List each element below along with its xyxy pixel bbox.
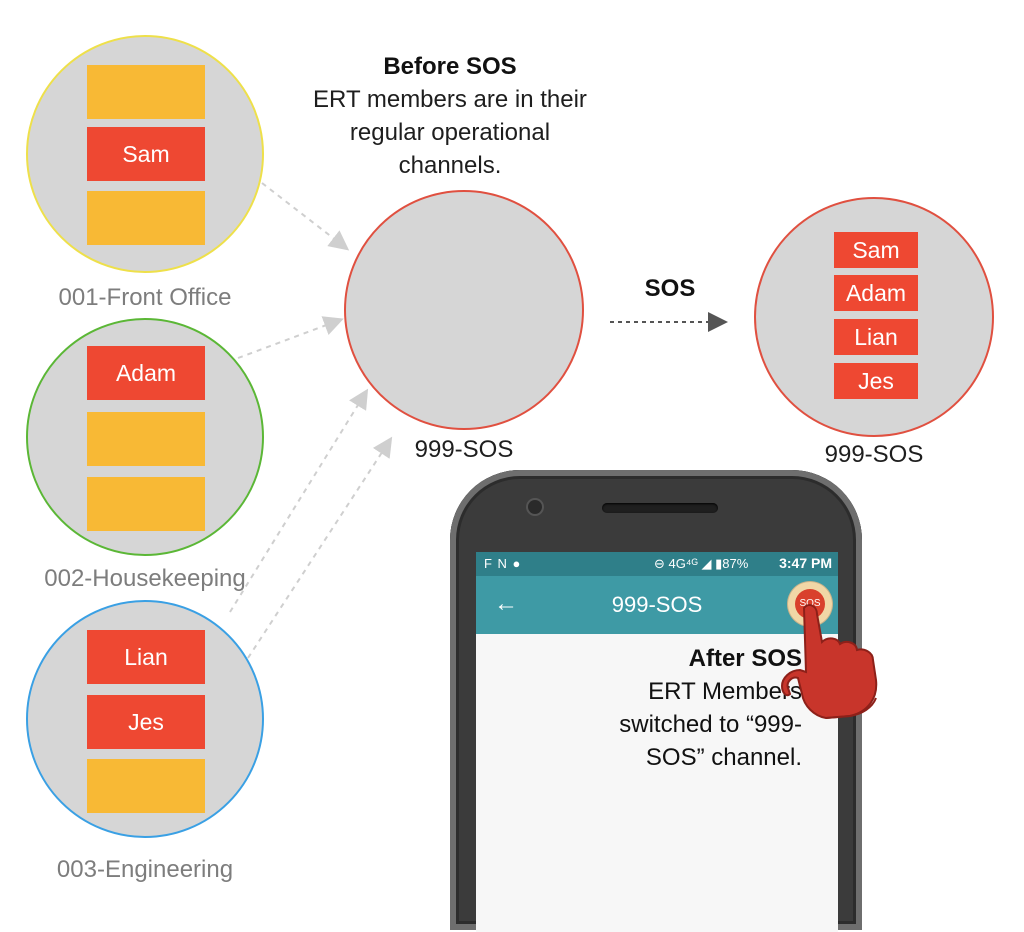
sos-arrow-label: SOS	[644, 275, 696, 302]
sos-member-sam: Sam	[834, 232, 918, 268]
status-bar: F N ● ⊖ 4G⁴ᴳ ◢ ▮87% 3:47 PM	[476, 552, 838, 576]
empty-slot	[87, 477, 205, 531]
channel-front-office: Sam	[26, 35, 264, 273]
member-adam: Adam	[87, 346, 205, 400]
arrow-front-office-to-sos	[261, 182, 350, 251]
channel-housekeeping: Adam	[26, 318, 264, 556]
channel-label-front-office: 001-Front Office	[58, 284, 232, 311]
channel-label-engineering: 003-Engineering	[56, 856, 234, 883]
caption-line: SOS” channel.	[645, 744, 802, 771]
pointing-hand-icon	[780, 604, 878, 720]
empty-slot	[87, 759, 205, 813]
earpiece	[602, 503, 718, 513]
member-lian: Lian	[87, 630, 205, 684]
before-sos-title: Before SOS	[383, 53, 517, 80]
member-jes: Jes	[87, 695, 205, 749]
status-right-icons: ⊖ 4G⁴ᴳ ◢ ▮87%	[654, 556, 749, 571]
caption-line: ERT members are in their	[313, 86, 587, 113]
channel-label-sos-after: 999-SOS	[824, 441, 924, 468]
empty-slot	[87, 65, 205, 119]
caption-line: regular operational	[349, 119, 551, 146]
empty-slot	[87, 191, 205, 245]
app-bar-title: 999-SOS	[611, 592, 703, 617]
channel-sos-before	[344, 190, 584, 430]
status-time: 3:47 PM	[779, 555, 832, 571]
after-sos-caption: After SOS ERT Members switched to “999- …	[542, 642, 802, 774]
sos-member-lian: Lian	[834, 319, 918, 355]
empty-slot	[87, 412, 205, 466]
channel-sos-after: Sam Adam Lian Jes	[754, 197, 994, 437]
channel-label-housekeeping: 002-Housekeeping	[44, 565, 246, 592]
arrow-engineering-to-sos-2	[247, 436, 393, 659]
flow-arrows	[229, 182, 728, 659]
channel-engineering: Lian Jes	[26, 600, 264, 838]
member-sam: Sam	[87, 127, 205, 181]
back-arrow-icon[interactable]: ←	[494, 590, 518, 617]
channel-label-sos-before: 999-SOS	[414, 436, 514, 463]
status-left-icons: F N ●	[484, 556, 522, 571]
before-sos-caption: Before SOS ERT members are in their regu…	[280, 50, 620, 182]
phone-device: F N ● ⊖ 4G⁴ᴳ ◢ ▮87% 3:47 PM ← 999-SOS SO…	[450, 470, 862, 932]
arrow-housekeeping-to-sos	[237, 316, 344, 359]
caption-line: switched to “999-	[619, 711, 802, 738]
caption-line: ERT Members	[648, 678, 802, 705]
sos-member-adam: Adam	[834, 275, 918, 311]
camera-icon	[528, 500, 542, 514]
arrow-engineering-to-sos-1	[229, 388, 369, 613]
after-sos-title: After SOS	[688, 645, 802, 672]
phone-screen: F N ● ⊖ 4G⁴ᴳ ◢ ▮87% 3:47 PM ← 999-SOS SO…	[476, 552, 838, 932]
sos-member-jes: Jes	[834, 363, 918, 399]
caption-line: channels.	[398, 152, 502, 179]
app-bar: ← 999-SOS SOS	[476, 576, 838, 634]
